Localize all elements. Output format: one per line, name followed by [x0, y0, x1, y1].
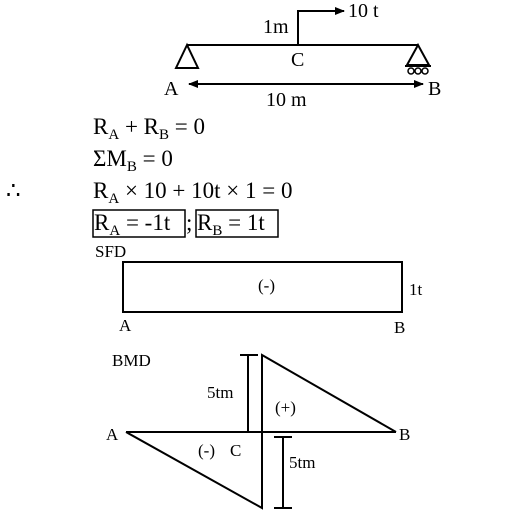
equation-reaction-sum: RA + RB = 0: [93, 114, 205, 143]
result-box-rb: [195, 209, 279, 238]
bmd-point-a: A: [106, 425, 119, 444]
bmd-negative-value: 5tm: [289, 453, 315, 472]
point-c-label: C: [291, 49, 304, 71]
therefore-symbol: ∴: [6, 178, 21, 203]
sfd-diagram: SFD (-) 1t A B: [95, 242, 423, 337]
bmd-positive-triangle: [261, 353, 397, 433]
load-label: 10 t: [348, 0, 379, 22]
sfd-point-a: A: [119, 316, 132, 335]
equations: RA + RB = 0 ΣMB = 0 ∴ RA × 10 + 10t × 1 …: [6, 114, 292, 239]
sfd-sign: (-): [258, 276, 275, 295]
bmd-positive-sign: (+): [275, 398, 296, 417]
beam-diagram: 10 t 1m C A B 10 m: [164, 0, 441, 111]
bmd-title: BMD: [112, 351, 151, 370]
point-load-arrow: [297, 7, 345, 45]
bmd-positive-value: 5tm: [207, 383, 233, 402]
equation-moment-expansion: RA × 10 + 10t × 1 = 0: [93, 178, 292, 207]
roller-support-icon: [405, 42, 431, 75]
bmd-negative-triangle: [125, 431, 263, 510]
bmd-negative-sign: (-): [198, 441, 215, 460]
result-ra: RA = -1t: [94, 210, 171, 239]
bmd-point-c: C: [230, 441, 241, 460]
result-box-ra: [92, 209, 186, 238]
result-separator: ;: [186, 210, 192, 235]
result-rb: RB = 1t: [197, 210, 265, 239]
span-label: 10 m: [266, 89, 307, 111]
point-b-label: B: [428, 78, 441, 100]
equation-moment-sum: ΣMB = 0: [93, 146, 173, 175]
pin-support-icon: [174, 42, 200, 69]
bmd-diagram: BMD 5tm (+) 5tm (-) C A B: [106, 351, 410, 510]
sfd-title: SFD: [95, 242, 126, 261]
sfd-value: 1t: [409, 280, 423, 299]
sfd-rectangle: [122, 261, 403, 313]
offset-label: 1m: [263, 16, 289, 38]
point-a-label: A: [164, 78, 179, 100]
sfd-point-b: B: [394, 318, 405, 337]
bmd-point-b: B: [399, 425, 410, 444]
